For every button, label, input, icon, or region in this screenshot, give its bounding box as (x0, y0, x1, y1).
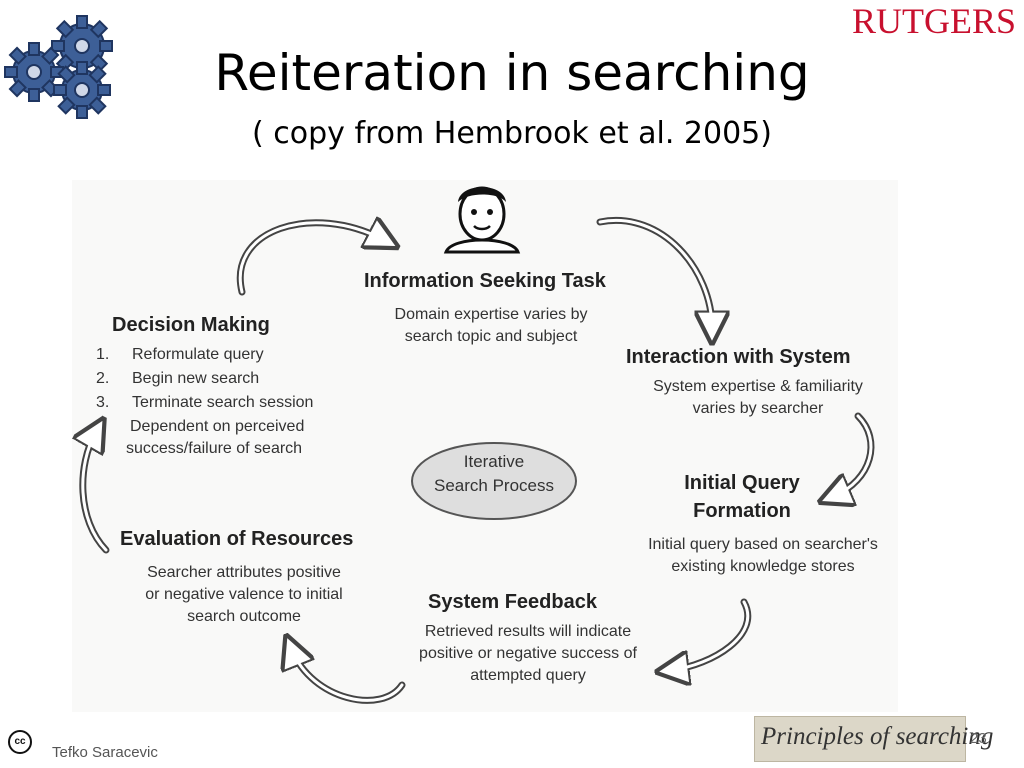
task-title: Information Seeking Task (364, 270, 606, 292)
decision-item-1: Reformulate query (132, 346, 264, 363)
decision-item-3-number: 3. (96, 394, 110, 411)
evaluation-text-line-2: or negative valence to initial (145, 586, 343, 603)
query-text-line-1: Initial query based on searcher's (648, 536, 878, 553)
evaluation-text-line-3: search outcome (187, 608, 301, 625)
decision-text-line-2: success/failure of search (126, 440, 303, 457)
feedback-title: System Feedback (428, 591, 597, 613)
cycle-arrows (72, 186, 875, 704)
feedback-text-line-1: Retrieved results will indicate (424, 623, 632, 640)
decision-item-3: Terminate search session (132, 394, 314, 411)
feedback-text-line-2: positive or negative success of (419, 645, 637, 662)
gears-icon (4, 15, 113, 119)
evaluation-text-line-1: Searcher attributes positive (147, 564, 341, 581)
arrow-task-to-interaction (596, 217, 712, 328)
decision-item-2-number: 2. (96, 370, 110, 387)
interaction-text-line-1: System expertise & familiarity (653, 378, 863, 395)
feedback-text-line-3: attempted query (470, 667, 586, 684)
center-ellipse (411, 442, 577, 520)
searcher-face-icon (443, 186, 521, 254)
center-label-line-2: Search Process (434, 476, 554, 495)
interaction-title: Interaction with System (626, 346, 851, 368)
arrow-decision-to-task (236, 223, 384, 296)
interaction-text-line-2: varies by searcher (692, 400, 824, 417)
decision-item-2: Begin new search (132, 370, 260, 387)
principles-of-searching-banner: Principles of searching (754, 716, 993, 762)
rutgers-logo: RUTGERS (851, 1, 1016, 41)
task-text-line-2: search topic and subject (404, 328, 578, 345)
slide-title: Reiteration in searching (214, 44, 810, 102)
slide-subtitle: ( copy from Hembrook et al. 2005) (252, 116, 772, 151)
task-text-line-1: Domain expertise varies by (394, 306, 588, 323)
query-title-line-2: Formation (693, 500, 791, 522)
query-text-line-2: existing knowledge stores (671, 558, 855, 575)
center-label-line-1: Iterative (463, 452, 525, 471)
footer-author: Tefko Saracevic (52, 744, 158, 761)
decision-item-1-number: 1. (96, 346, 110, 363)
search-process-diagram: Information Seeking Task Domain expertis… (72, 180, 898, 712)
creative-commons-icon: cc (8, 730, 32, 754)
page-number: 23 (970, 730, 987, 747)
query-title-line-1: Initial Query (684, 472, 800, 494)
decision-text-line-1: Dependent on perceived (130, 418, 305, 435)
banner-text: Principles of searching (761, 723, 994, 750)
decision-title: Decision Making (112, 314, 270, 336)
evaluation-title: Evaluation of Resources (120, 528, 354, 550)
